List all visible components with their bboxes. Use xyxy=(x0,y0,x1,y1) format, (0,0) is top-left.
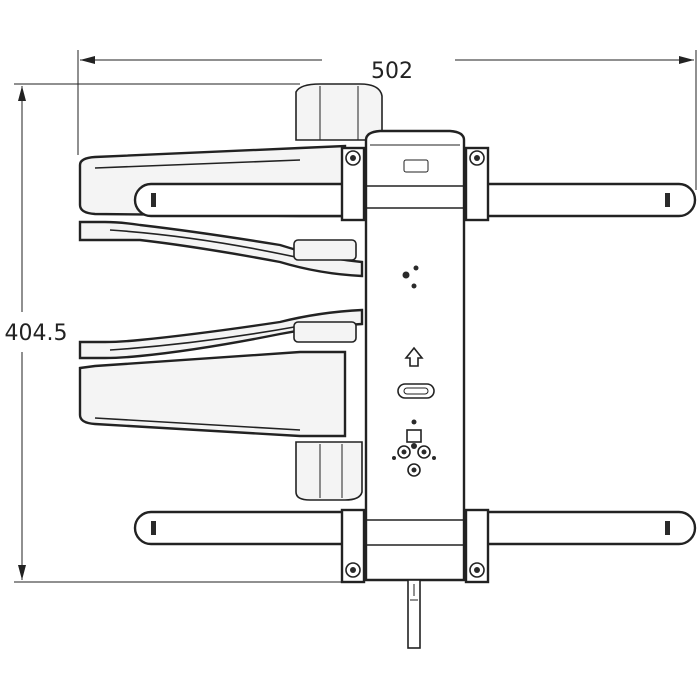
lower-rail-slot-right xyxy=(665,521,670,535)
height-label: 404.5 xyxy=(5,321,68,346)
upper-rail-clamp-right xyxy=(464,146,490,222)
oval-slot xyxy=(397,383,435,399)
upper-rail-clamp-left xyxy=(340,146,366,222)
width-label: 502 xyxy=(371,59,413,84)
bottom-hub xyxy=(295,441,363,501)
lower-rail-slot-left xyxy=(151,521,156,535)
middle-link-upper xyxy=(78,220,364,278)
upper-rail-slot-right xyxy=(665,193,670,207)
middle-link-lower xyxy=(78,308,364,360)
tilt-adjuster xyxy=(392,419,436,477)
height-arrow-top xyxy=(18,86,26,101)
arrow-up-icon xyxy=(404,346,424,367)
top-hub xyxy=(295,83,383,141)
bottom-rod xyxy=(407,579,421,649)
width-arrow-right xyxy=(679,56,694,64)
width-dimension: 502 xyxy=(77,50,697,190)
upper-rail-slot-left xyxy=(151,193,156,207)
lower-rail-clamp-right xyxy=(464,508,490,584)
height-dimension: 404.5 xyxy=(5,83,350,583)
lower-arm xyxy=(78,350,347,438)
height-arrow-bottom xyxy=(18,565,26,580)
column-holes-cluster xyxy=(402,265,419,289)
lower-rail-clamp-left xyxy=(340,508,366,584)
width-arrow-left xyxy=(80,56,95,64)
